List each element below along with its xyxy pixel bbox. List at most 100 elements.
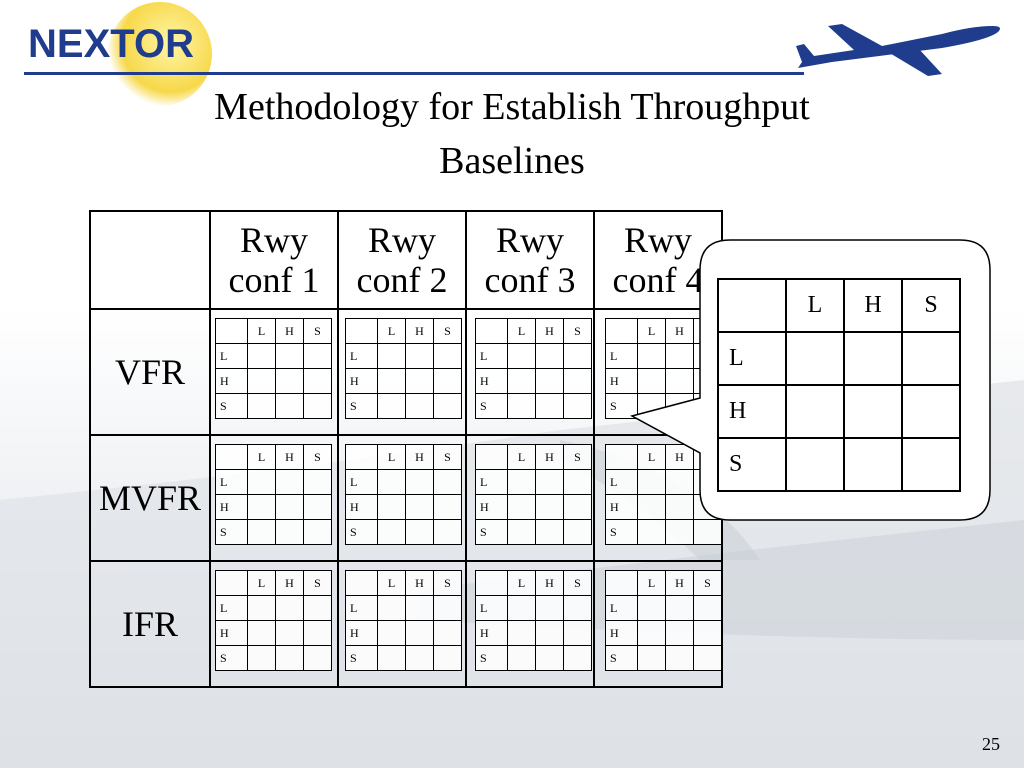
mini-matrix-cell <box>303 519 332 545</box>
mini-matrix-cell <box>405 645 434 671</box>
mini-matrix-cell <box>377 595 406 621</box>
mini-matrix-cell <box>303 494 332 520</box>
mini-matrix-cell <box>693 595 722 621</box>
mini-matrix-header: L <box>637 444 666 470</box>
mini-matrix-cell <box>247 469 276 495</box>
mini-matrix-cell <box>507 620 536 646</box>
row-header-vfr: VFR <box>89 308 211 436</box>
mini-matrix-row-label: S <box>345 519 378 545</box>
sun-logo-icon <box>108 2 212 106</box>
page-number: 25 <box>982 734 1000 754</box>
mini-matrix-header: L <box>507 444 536 470</box>
mini-matrix-row-label: S <box>215 393 248 419</box>
mini-matrix-row-label: H <box>475 494 508 520</box>
row-header-ifr: IFR <box>89 560 211 688</box>
mini-matrix-row-label: S <box>475 519 508 545</box>
slide-header: NEXTOR <box>0 0 1024 106</box>
slide-title: Methodology for Establish Throughput Bas… <box>0 80 1024 188</box>
airplane-icon <box>796 24 1000 76</box>
mini-matrix-row-label: S <box>605 645 638 671</box>
mini-matrix-cell <box>247 368 276 394</box>
mini-matrix-header: H <box>535 570 564 596</box>
mini-matrix-header: L <box>377 318 406 344</box>
mini-matrix-corner <box>215 570 248 596</box>
mini-matrix-header: H <box>665 570 694 596</box>
mini-matrix-row-label: S <box>475 393 508 419</box>
mini-matrix-header: S <box>303 444 332 470</box>
mini-matrix-row-label: S <box>345 393 378 419</box>
mini-matrix-row-label: L <box>605 595 638 621</box>
title-line-2: Baselines <box>439 140 585 182</box>
mini-matrix-cell <box>275 595 304 621</box>
mini-matrix-cell <box>377 393 406 419</box>
mini-matrix-cell <box>303 368 332 394</box>
mini-matrix-header: H <box>535 318 564 344</box>
mini-matrix-header: L <box>507 318 536 344</box>
row-header-mvfr: MVFR <box>89 434 211 562</box>
mini-matrix-corner <box>605 318 638 344</box>
mini-matrix-cell <box>637 494 666 520</box>
mini-matrix-cell <box>535 645 564 671</box>
mini-matrix-cell <box>377 494 406 520</box>
mini-matrix-cell <box>275 494 304 520</box>
mini-matrix-row-label: S <box>215 519 248 545</box>
mini-matrix-cell <box>693 519 722 545</box>
mini-matrix-cell <box>433 519 462 545</box>
mini-matrix-cell <box>563 368 592 394</box>
mini-matrix-header: L <box>247 318 276 344</box>
mini-matrix-row-label: H <box>475 620 508 646</box>
mini-matrix-cell <box>275 393 304 419</box>
mini-matrix-corner <box>605 570 638 596</box>
mini-matrix-cell <box>275 620 304 646</box>
callout-matrix-cell <box>785 331 845 386</box>
mini-matrix-header: L <box>377 444 406 470</box>
mini-matrix-cell <box>637 519 666 545</box>
mini-matrix-row-label: L <box>475 469 508 495</box>
mini-matrix-cell <box>405 620 434 646</box>
mini-matrix-row-label: S <box>605 393 638 419</box>
mini-matrix-cell <box>405 595 434 621</box>
mini-matrix-cell <box>247 519 276 545</box>
callout-matrix-cell <box>785 437 845 492</box>
mini-matrix-cell <box>433 393 462 419</box>
callout-lhs-matrix: L H S L H S <box>717 278 961 492</box>
mini-matrix-row-label: H <box>345 368 378 394</box>
mini-matrix-cell <box>665 620 694 646</box>
mini-matrix-cell <box>433 645 462 671</box>
mini-matrix-corner <box>345 444 378 470</box>
mini-matrix-cell <box>275 645 304 671</box>
mini-matrix-cell <box>303 469 332 495</box>
mini-matrix-header: S <box>303 318 332 344</box>
mini-matrix-header: S <box>433 318 462 344</box>
mini-matrix-header: S <box>433 570 462 596</box>
mini-matrix-cell <box>433 343 462 369</box>
mini-matrix-cell <box>507 595 536 621</box>
mini-matrix-cell <box>507 494 536 520</box>
mini-matrix-header: L <box>637 318 666 344</box>
mini-matrix-cell <box>693 620 722 646</box>
mini-matrix-cell <box>405 393 434 419</box>
mini-matrix-cell <box>563 620 592 646</box>
mini-matrix-cell <box>563 519 592 545</box>
mini-matrix-cell <box>563 494 592 520</box>
mini-matrix-cell <box>507 368 536 394</box>
mini-matrix-row-label: H <box>475 368 508 394</box>
mini-matrix-cell <box>275 469 304 495</box>
mini-matrix-cell <box>507 393 536 419</box>
mini-matrix-cell <box>433 494 462 520</box>
mini-matrix-cell <box>377 343 406 369</box>
mini-matrix-header: S <box>693 570 722 596</box>
mini-matrix-cell <box>303 343 332 369</box>
mini-matrix-cell <box>433 469 462 495</box>
mini-matrix-cell <box>303 595 332 621</box>
mini-matrix-header: S <box>563 570 592 596</box>
mini-matrix-row-label: S <box>475 645 508 671</box>
callout-matrix-cell <box>843 384 903 439</box>
